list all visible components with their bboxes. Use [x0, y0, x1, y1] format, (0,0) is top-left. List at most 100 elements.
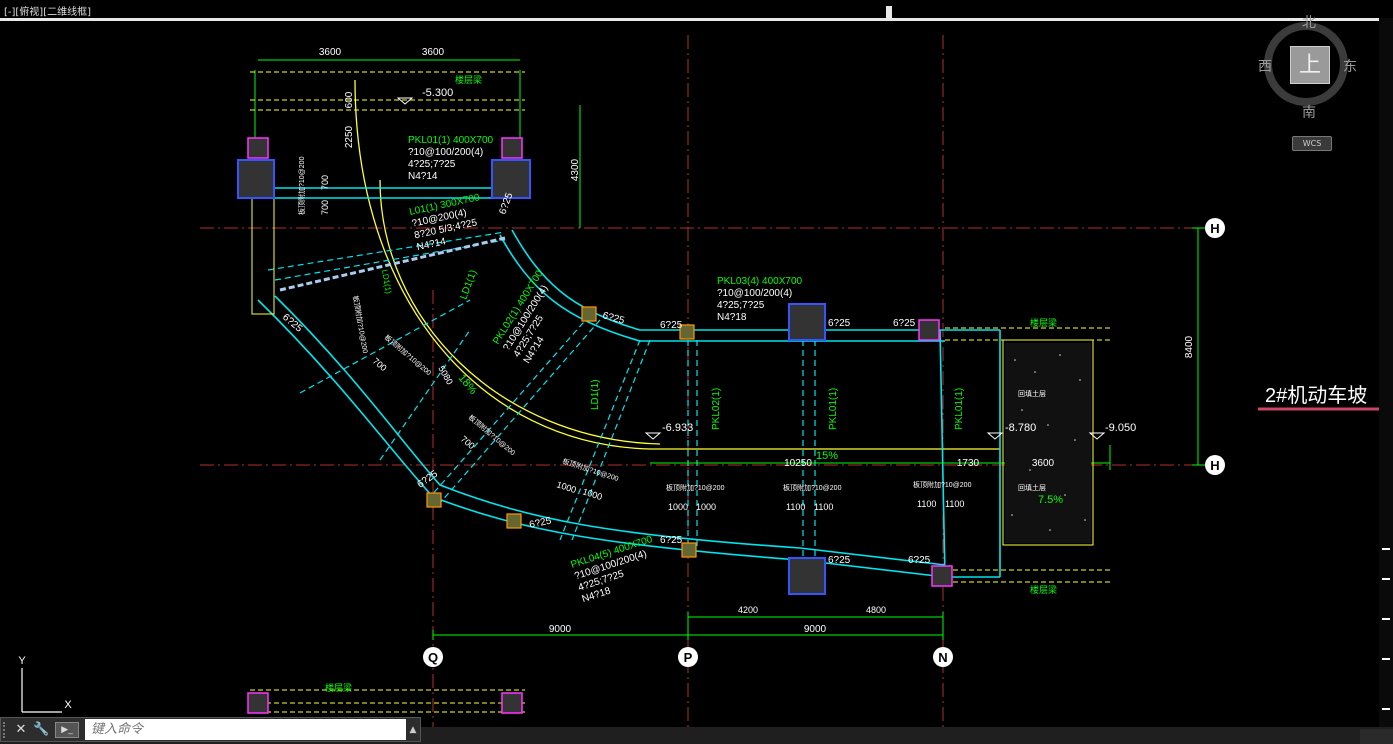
- level-markers: [396, 97, 1106, 440]
- ucs-icon: [21, 668, 62, 713]
- small-dim: 1000: [555, 479, 577, 495]
- slope-15: 15%: [816, 450, 838, 462]
- beam-pkl01-line4: N4?14: [408, 171, 438, 182]
- level-6933: -6.933: [662, 422, 693, 434]
- close-icon[interactable]: ✕: [15, 722, 27, 737]
- small-dim: 700: [320, 175, 330, 190]
- strip-tick: [1382, 708, 1390, 710]
- dim-9000-right: 9000: [804, 624, 827, 635]
- chevron-up-icon[interactable]: ▲: [409, 724, 417, 735]
- slope-18: 18%: [456, 372, 479, 397]
- fill-speckles: [1011, 354, 1086, 531]
- beam-tag: PKL02(1): [711, 388, 722, 430]
- drag-grip[interactable]: [3, 721, 9, 738]
- dim-4300: 4300: [570, 158, 581, 181]
- viewcube-top-face[interactable]: 上: [1290, 46, 1330, 84]
- small-dim: 1100: [786, 502, 805, 512]
- beam-tag: PKL01(1): [828, 388, 839, 430]
- slab-label: 板顶附加?10@200: [561, 456, 619, 483]
- fill-label: 回填土层: [1018, 389, 1046, 398]
- fill-zone: [1005, 343, 1091, 543]
- command-input[interactable]: [85, 719, 406, 740]
- ucs-x-label: X: [64, 699, 72, 711]
- rebar-label: 6?25: [601, 310, 626, 326]
- axis-h-bottom: H: [1210, 458, 1219, 473]
- rebar-label: 6?25: [415, 468, 440, 490]
- dimension-lines: [254, 59, 1210, 640]
- rebar-label: 6?25: [280, 312, 304, 335]
- slab-label: 板顶附加?10@200: [383, 333, 434, 378]
- dim-3600-left: 3600: [319, 47, 342, 58]
- prompt-icon[interactable]: ▶_: [55, 721, 79, 738]
- columns: [237, 137, 953, 714]
- ramp-beams: [257, 187, 1001, 578]
- beam-pkl01-note: PKL01(1) 400X700: [408, 135, 494, 146]
- dim-2250: 2250: [344, 125, 355, 148]
- beam-pkl01-line3: 4?25;7?25: [408, 159, 456, 170]
- level-9050: -9.050: [1105, 422, 1136, 434]
- beam-pkl03-line2: ?10@100/200(4): [717, 288, 792, 299]
- small-dim: 1100: [917, 499, 936, 509]
- beam-pkl01-line2: ?10@100/200(4): [408, 147, 483, 158]
- strip-tick: [1382, 548, 1390, 550]
- floor-beam-label: 楼层梁: [1030, 584, 1057, 595]
- dim-10250: 10250: [784, 458, 812, 469]
- beam-tag: LD1(1): [458, 269, 479, 301]
- ucs-y-label: Y: [18, 655, 26, 667]
- slab-label: 板顶附加?10@200: [913, 480, 972, 489]
- compass-west[interactable]: 西: [1258, 59, 1272, 75]
- beam-tag: LD1(1): [590, 379, 601, 410]
- dim-8400: 8400: [1184, 335, 1195, 358]
- beam-tag: LD1(1): [380, 269, 393, 295]
- small-dim: 1100: [814, 502, 833, 512]
- wall-left: [251, 197, 275, 315]
- rebar-label: 6?25: [660, 535, 683, 546]
- fill-label: 回填土层: [1018, 483, 1046, 492]
- dim-600: 600: [344, 91, 355, 108]
- slab-edge: [279, 236, 506, 292]
- rebar-label: 6?25: [908, 555, 931, 566]
- beam-pkl03-line1: PKL03(4) 400X700: [717, 276, 803, 287]
- dim-1730: 1730: [957, 458, 980, 469]
- ramp-title: 2#机动车坡: [1265, 384, 1367, 407]
- slab-label: 板顶附加?10@200: [351, 295, 370, 354]
- small-dim: 1000: [696, 502, 716, 512]
- compass-north[interactable]: 北: [1302, 15, 1316, 31]
- compass-east[interactable]: 东: [1343, 59, 1357, 75]
- compass-south[interactable]: 南: [1302, 105, 1316, 121]
- beam-pkl03-line3: 4?25;7?25: [717, 300, 765, 311]
- ramp-centerline: [354, 79, 1000, 450]
- axis-h-top: H: [1210, 221, 1219, 236]
- small-dim: 1000: [581, 486, 603, 502]
- dim-9000-left: 9000: [549, 624, 572, 635]
- small-dim: 700: [320, 200, 330, 215]
- floor-beam-label: 楼层梁: [1030, 317, 1057, 328]
- floor-beam-label: 楼层梁: [325, 682, 352, 693]
- wcs-button[interactable]: WCS: [1292, 136, 1332, 151]
- viewcube[interactable]: 上 北 南 东 西: [1258, 15, 1360, 153]
- axis-bubbles: [423, 218, 1225, 667]
- level-5300: -5.300: [422, 87, 453, 99]
- right-scroll-strip[interactable]: [1379, 18, 1393, 744]
- viewcube-compass-ring[interactable]: [1264, 22, 1348, 106]
- top-ruler: [0, 18, 1379, 21]
- viewport-label[interactable]: [-][俯视][二维线框]: [4, 7, 92, 18]
- dim-4200: 4200: [738, 605, 758, 615]
- strip-tick: [1382, 658, 1390, 660]
- rebar-label: 6?25: [660, 320, 683, 331]
- axis-q: Q: [428, 650, 438, 665]
- wrench-icon[interactable]: 🔧: [33, 722, 50, 737]
- rebar-label: 6?25: [528, 515, 552, 530]
- floor-beam-label: 楼层梁: [455, 74, 482, 85]
- ruler-marker: [886, 6, 892, 20]
- floor-beam-strips: [250, 71, 1110, 713]
- dim-3600-right: 3600: [422, 47, 445, 58]
- slab-label: 板顶附加?10@200: [783, 483, 842, 492]
- beam-tag: PKL01(1): [954, 388, 965, 430]
- strip-tick: [1382, 578, 1390, 580]
- dim-4800: 4800: [866, 605, 886, 615]
- secondary-beams: [267, 231, 816, 558]
- command-line[interactable]: ✕ 🔧 ▶_ ▲: [0, 717, 421, 742]
- dim-3600-fill: 3600: [1032, 458, 1055, 469]
